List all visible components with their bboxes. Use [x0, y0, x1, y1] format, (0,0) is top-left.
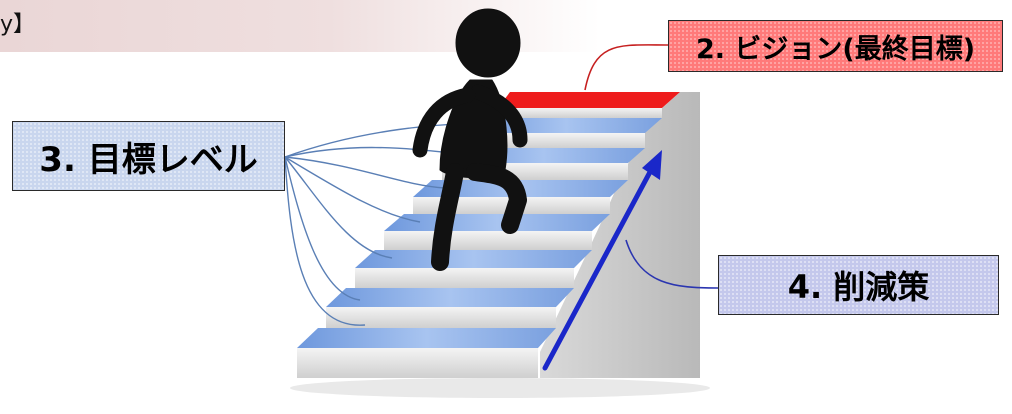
- top-step: [498, 92, 680, 108]
- vision-label: 2. ビジョン(最終目標): [668, 20, 1003, 72]
- stair-step: [297, 328, 556, 348]
- stair-step: [384, 214, 610, 231]
- target-level-label: 3. 目標レベル: [12, 121, 285, 191]
- vision-connector: [585, 45, 668, 90]
- stair-step: [326, 288, 574, 307]
- measures-label: 4. 削減策: [718, 255, 999, 315]
- stair-step: [355, 250, 592, 268]
